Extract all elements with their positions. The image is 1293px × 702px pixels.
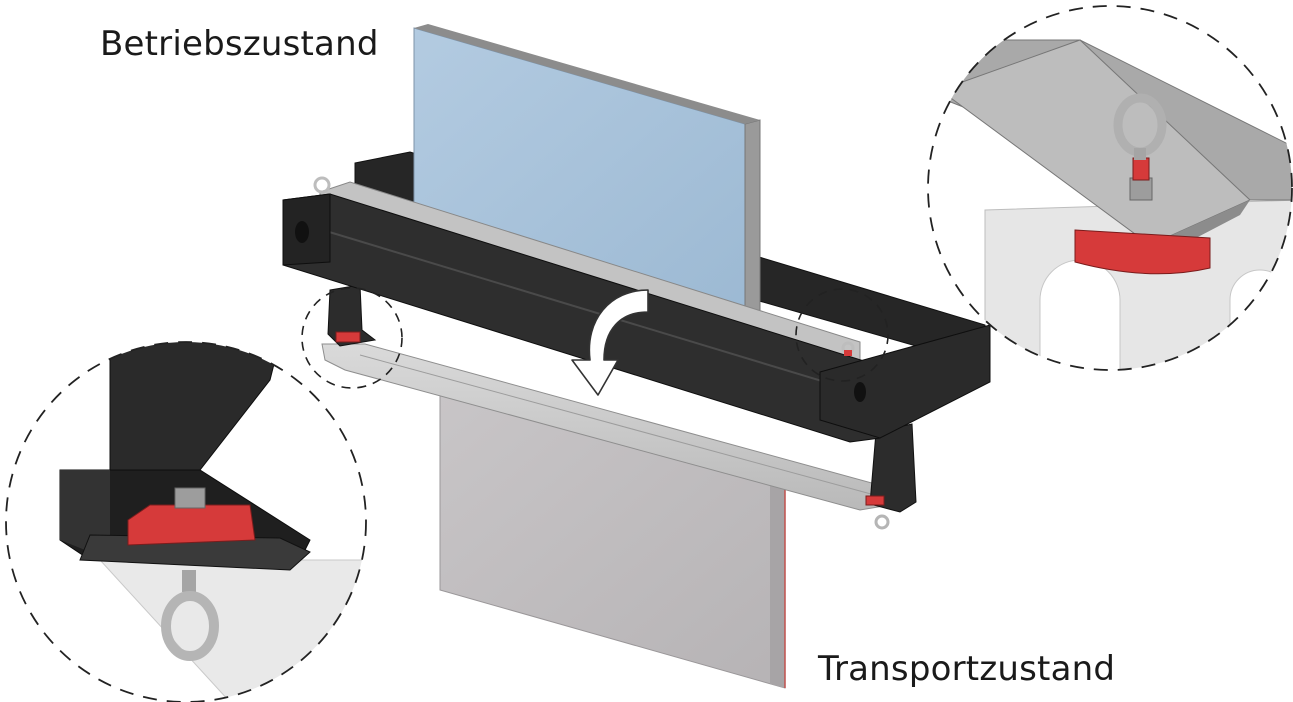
detail-marker-right <box>795 288 889 382</box>
detail-right <box>927 5 1293 371</box>
right-end-cap <box>819 324 991 439</box>
right-clamp-small <box>865 495 885 506</box>
blue-panel-top <box>414 24 760 124</box>
curved-arrow-icon <box>571 289 649 396</box>
right-hanger <box>869 423 917 513</box>
grey-panel-edge <box>770 476 785 688</box>
detail-marker-left <box>301 287 403 389</box>
detail-left <box>5 341 367 702</box>
left-clamp-small <box>335 331 361 343</box>
operating-assembly <box>282 24 991 443</box>
transport-assembly <box>321 284 917 689</box>
operating-state-label: Betriebszustand <box>100 24 379 64</box>
transport-state-label: Transportzustand <box>818 649 1116 689</box>
blue-panel-edge <box>744 119 761 323</box>
lower-rail <box>321 343 891 511</box>
